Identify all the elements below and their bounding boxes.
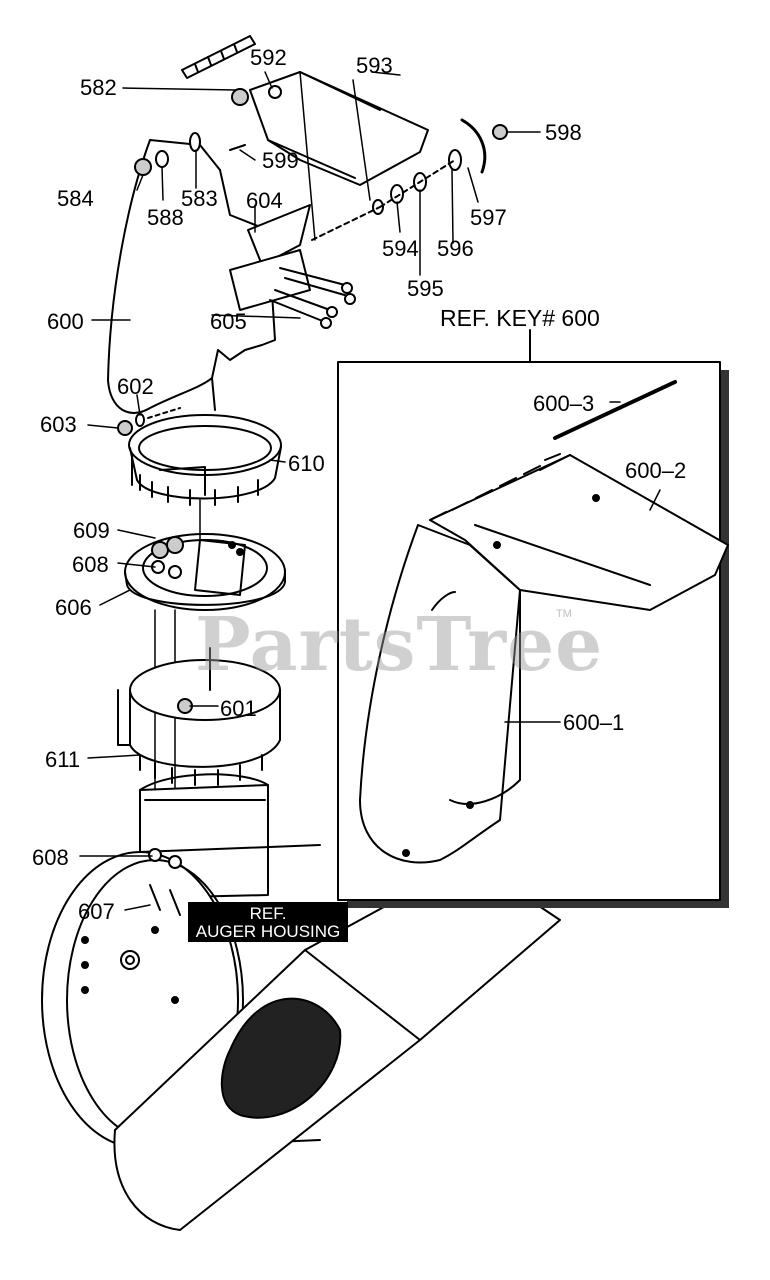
callout-592: 592 — [250, 45, 287, 70]
callout-599: 599 — [262, 148, 299, 173]
callout-609: 609 — [73, 518, 110, 543]
callout-608: 608 — [72, 552, 109, 577]
callout-605: 605 — [210, 309, 247, 334]
callout-600-2: 600–2 — [625, 458, 687, 483]
callout-603: 603 — [40, 412, 77, 437]
callout-606: 606 — [55, 595, 92, 620]
callout-600-1: 600–1 — [563, 710, 625, 735]
callout-582: 582 — [80, 75, 117, 100]
callout-596: 596 — [437, 236, 474, 261]
callout-604: 604 — [246, 188, 283, 213]
ref-auger-housing-tag: REF. AUGER HOUSING — [188, 902, 348, 942]
callout-594: 594 — [382, 236, 419, 261]
callout-608: 608 — [32, 845, 69, 870]
callout-607: 607 — [78, 899, 115, 924]
callout-583: 583 — [181, 186, 218, 211]
callout-584: 584 — [57, 186, 94, 211]
callout-611: 611 — [45, 747, 81, 772]
trademark-mark: TM — [556, 608, 572, 620]
callout-598: 598 — [545, 120, 582, 145]
leader-lines — [79, 71, 661, 911]
inset-title: REF. KEY# 600 — [440, 305, 600, 331]
callout-600-3: 600–3 — [533, 391, 595, 416]
callout-601: 601 — [220, 696, 257, 721]
ref-tag-line2: AUGER HOUSING — [195, 922, 341, 941]
watermark: PartsTree — [195, 602, 604, 688]
callout-593: 593 — [356, 53, 393, 78]
callout-597: 597 — [470, 205, 507, 230]
callout-588: 588 — [147, 205, 184, 230]
chute-ring-610 — [128, 414, 282, 506]
callout-595: 595 — [407, 276, 444, 301]
ref-tag-line1: REF. — [249, 904, 287, 923]
chute-deflector — [107, 35, 508, 436]
flange-606 — [124, 533, 286, 611]
inset-box — [337, 329, 729, 908]
callout-602: 602 — [117, 374, 154, 399]
callout-600: 600 — [47, 309, 84, 334]
callout-610: 610 — [288, 451, 325, 476]
ring-611 — [117, 647, 281, 786]
